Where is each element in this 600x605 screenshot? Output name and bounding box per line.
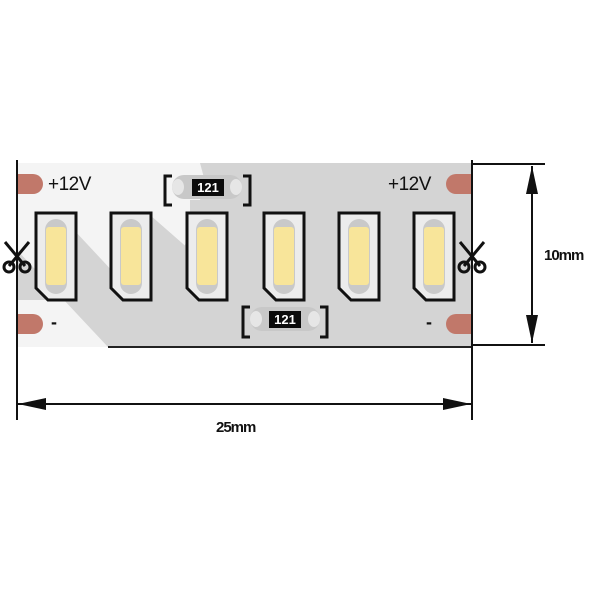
- led-chip: [337, 211, 381, 302]
- height-dimension-label: 10mm: [544, 247, 584, 264]
- led-chip: [412, 211, 456, 302]
- led-chips: [34, 211, 456, 302]
- cut-lines: [16, 160, 473, 420]
- pad-top-left: [18, 174, 43, 194]
- arrow-right-icon: [443, 398, 471, 410]
- arrow-left-icon: [18, 398, 46, 410]
- width-dimension: [18, 398, 471, 410]
- led-chip: [34, 211, 78, 302]
- pad-label-top-right: +12V: [388, 174, 431, 195]
- led-chip: [185, 211, 229, 302]
- height-dimension: [472, 163, 545, 346]
- arrow-down-icon: [526, 315, 538, 343]
- led-chip: [109, 211, 153, 302]
- resistor-top-label: 121: [192, 179, 224, 196]
- led-chip: [262, 211, 306, 302]
- pad-label-bottom-right: -: [426, 312, 432, 332]
- solder-pads: [18, 174, 471, 334]
- pad-bottom-right: [446, 314, 471, 334]
- resistor-bottom-label: 121: [269, 311, 301, 328]
- arrow-up-icon: [526, 166, 538, 194]
- scissors-icon: [2, 241, 32, 274]
- pad-top-right: [446, 174, 471, 194]
- pad-label-bottom-left: -: [51, 312, 57, 332]
- width-dimension-label: 25mm: [216, 419, 256, 436]
- pad-label-top-left: +12V: [48, 174, 91, 195]
- pad-bottom-left: [18, 314, 43, 334]
- scissors-icon: [457, 241, 487, 274]
